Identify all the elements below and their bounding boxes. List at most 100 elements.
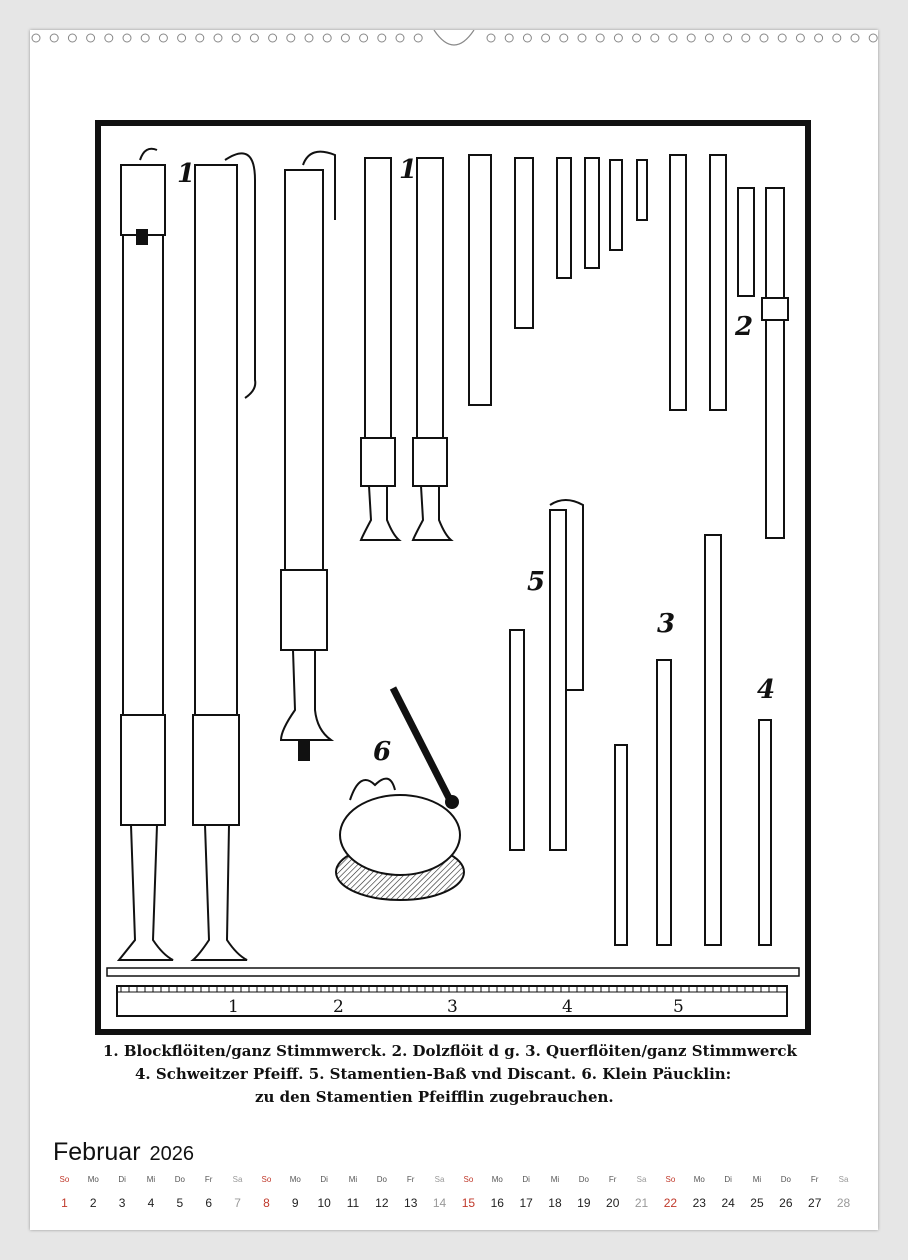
day-number: 2 xyxy=(89,1196,97,1210)
day-number: 4 xyxy=(147,1196,155,1210)
ring-hole xyxy=(158,33,168,43)
figure-number-4: 4 xyxy=(757,675,775,705)
weekday-label: Di xyxy=(724,1175,732,1184)
ring-hole xyxy=(577,33,587,43)
caption-line-3: zu den Stamentien Pfeifflin zugebrauchen… xyxy=(255,1088,614,1106)
weekday-label: Fr xyxy=(608,1175,617,1184)
ring-hole xyxy=(723,33,733,43)
ring-hole xyxy=(322,33,332,43)
day-number: 14 xyxy=(432,1196,447,1210)
transverse-flutes xyxy=(669,154,789,539)
weekday-label: Sa xyxy=(636,1175,647,1184)
day-number: 11 xyxy=(346,1196,360,1210)
ring-hole xyxy=(140,33,150,43)
ring-hole xyxy=(304,33,314,43)
weekday-label: So xyxy=(59,1175,70,1184)
day-number: 8 xyxy=(263,1196,270,1210)
figure-number-3: 3 xyxy=(657,609,675,639)
scale-label-4: 4 xyxy=(562,997,573,1017)
day-number: 27 xyxy=(808,1196,822,1210)
woodcut-illustration: 1 1 2 5 3 4 6 1 2 3 4 5 xyxy=(95,120,811,1035)
recorder-large-2 xyxy=(190,152,257,961)
day-number: 1 xyxy=(61,1196,68,1210)
weekday-label: Mi xyxy=(550,1175,560,1184)
ring-hole xyxy=(104,33,114,43)
ring-hole xyxy=(814,33,824,43)
weekday-label: Mi xyxy=(348,1175,358,1184)
day-number: 24 xyxy=(721,1196,735,1210)
stamentien-pipes xyxy=(509,499,584,851)
ring-hole xyxy=(650,33,660,43)
ring-hole xyxy=(777,33,787,43)
month-year: 2026 xyxy=(149,1143,195,1165)
weekday-label: Mo xyxy=(693,1175,705,1184)
weekday-label: So xyxy=(261,1175,272,1184)
weekday-label: Sa xyxy=(434,1175,445,1184)
day-number: 16 xyxy=(490,1196,504,1210)
small-recorders xyxy=(468,154,648,406)
day-number: 28 xyxy=(836,1196,851,1210)
ring-hole xyxy=(504,33,514,43)
ring-hole xyxy=(359,33,369,43)
ring-hole xyxy=(522,33,532,43)
ring-hole xyxy=(249,33,259,43)
day-number: 21 xyxy=(634,1196,649,1210)
ring-hole xyxy=(832,33,842,43)
recorder-large-1 xyxy=(116,147,174,961)
weekday-label: Do xyxy=(578,1175,589,1184)
ring-hole xyxy=(268,33,278,43)
recorder-bass-3 xyxy=(279,150,336,761)
scale-label-5: 5 xyxy=(673,997,684,1017)
weekday-label: Mo xyxy=(289,1175,301,1184)
day-number: 10 xyxy=(317,1196,331,1210)
weekday-label: Di xyxy=(118,1175,126,1184)
ring-hole xyxy=(31,33,41,43)
figure-number-2: 2 xyxy=(734,312,753,342)
ring-hole xyxy=(86,33,96,43)
day-number: 18 xyxy=(548,1196,562,1210)
ring-hole xyxy=(213,33,223,43)
ring-hole xyxy=(595,33,605,43)
weekday-label: Sa xyxy=(838,1175,849,1184)
caption-line-1: 1. Blockflöiten/ganz Stimmwerck. 2. Dolz… xyxy=(103,1042,797,1060)
ring-hole xyxy=(613,33,623,43)
scale-ruler: 1 2 3 4 5 xyxy=(106,967,800,1017)
dolzfloete-pair xyxy=(359,157,454,541)
figure-number-1b: 1 xyxy=(399,155,417,185)
weekday-label: So xyxy=(463,1175,474,1184)
ring-hole xyxy=(759,33,769,43)
small-drum xyxy=(335,686,465,901)
day-number: 3 xyxy=(118,1196,126,1210)
scale-label-2: 2 xyxy=(333,997,344,1017)
day-number: 20 xyxy=(606,1196,620,1210)
ring-hole xyxy=(195,33,205,43)
weekday-label: Di xyxy=(320,1175,328,1184)
ring-hole xyxy=(704,33,714,43)
ring-hole xyxy=(686,33,696,43)
weekday-label: Fr xyxy=(810,1175,819,1184)
spiral-binding xyxy=(31,30,878,46)
weekday-label: Fr xyxy=(406,1175,415,1184)
day-number: 26 xyxy=(779,1196,793,1210)
ring-hole xyxy=(377,33,387,43)
ring-hole xyxy=(868,33,878,43)
weekday-label: Do xyxy=(376,1175,387,1184)
ring-hole xyxy=(67,33,77,43)
weekday-label: Di xyxy=(522,1175,530,1184)
ring-hole xyxy=(559,33,569,43)
day-number: 6 xyxy=(205,1196,213,1210)
weekday-label: Mo xyxy=(491,1175,503,1184)
flutes-lower-right xyxy=(614,534,772,946)
day-number: 23 xyxy=(692,1196,706,1210)
weekday-label: Mo xyxy=(87,1175,99,1184)
ring-hole xyxy=(541,33,551,43)
scale-label-1: 1 xyxy=(228,997,239,1017)
day-number: 5 xyxy=(176,1196,184,1210)
ring-hole xyxy=(795,33,805,43)
day-number: 22 xyxy=(663,1196,678,1210)
day-number: 15 xyxy=(461,1196,476,1210)
ring-hole xyxy=(122,33,132,43)
day-number: 25 xyxy=(750,1196,764,1210)
weekday-label: Fr xyxy=(204,1175,213,1184)
day-number: 12 xyxy=(375,1196,389,1210)
